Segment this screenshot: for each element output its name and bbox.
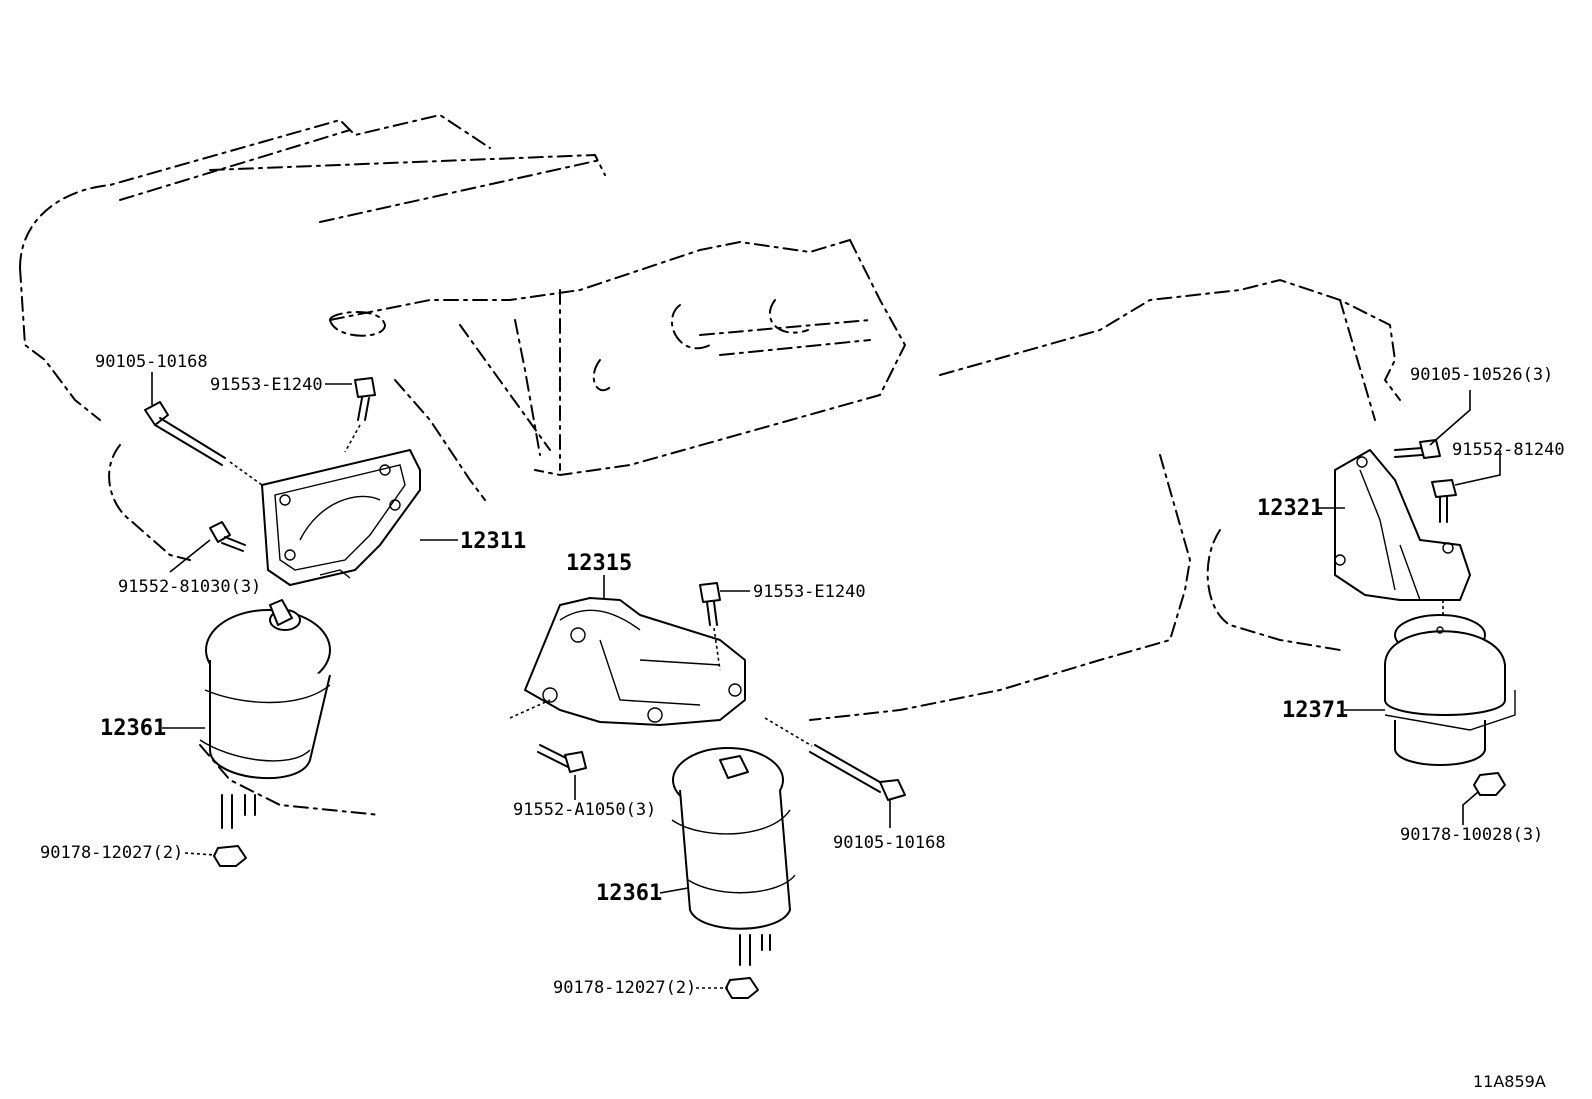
diagram-code: 11A859A xyxy=(1473,1072,1546,1091)
bolt-small-top xyxy=(344,377,376,453)
callout-labels: 90105-10168 91553-E1240 12311 91552-8103… xyxy=(40,352,1565,1091)
bracket-12321 xyxy=(1334,449,1471,601)
callout-12321: 12321 xyxy=(1257,496,1323,521)
callout-90178-12027-left: 90178-12027(2) xyxy=(40,843,183,863)
bolt-center-3 xyxy=(509,699,587,773)
engine-outline xyxy=(19,113,1401,816)
mount-center-12361 xyxy=(671,747,796,966)
callout-91552-81240: 91552-81240 xyxy=(1452,440,1565,460)
callout-90105-10526: 90105-10526(3) xyxy=(1410,365,1553,385)
callout-90178-10028: 90178-10028(3) xyxy=(1400,825,1543,845)
callout-90178-12027-center: 90178-12027(2) xyxy=(553,978,696,998)
bolt-center-long xyxy=(764,717,906,801)
callout-91552-a1050: 91552-A1050(3) xyxy=(513,800,656,820)
callout-91552-81030: 91552-81030(3) xyxy=(118,577,261,597)
nut-left xyxy=(213,845,247,867)
bracket-12315 xyxy=(524,597,746,726)
bolt-right-small xyxy=(1431,479,1457,620)
nut-center xyxy=(725,977,759,999)
bracket-12311 xyxy=(261,449,421,586)
bolt-left-long xyxy=(144,401,263,486)
nut-right xyxy=(1473,772,1506,796)
callout-91553-e1240-left: 91553-E1240 xyxy=(210,375,323,395)
callout-90105-10168-left: 90105-10168 xyxy=(95,352,208,372)
callout-12371: 12371 xyxy=(1282,698,1348,723)
leader-lines xyxy=(151,372,1501,989)
callout-12311: 12311 xyxy=(460,529,526,554)
bolt-left-small xyxy=(209,521,246,552)
callout-90105-10168-center: 90105-10168 xyxy=(833,833,946,853)
mount-right-12371 xyxy=(1384,614,1516,766)
callout-91553-e1240-center: 91553-E1240 xyxy=(753,582,866,602)
bolt-center-small xyxy=(699,582,721,671)
callout-12361-center: 12361 xyxy=(596,881,662,906)
callout-12361-left: 12361 xyxy=(100,716,166,741)
callout-12315: 12315 xyxy=(566,551,632,576)
mount-left-12361 xyxy=(199,599,331,829)
bolt-right-top xyxy=(1394,439,1441,459)
